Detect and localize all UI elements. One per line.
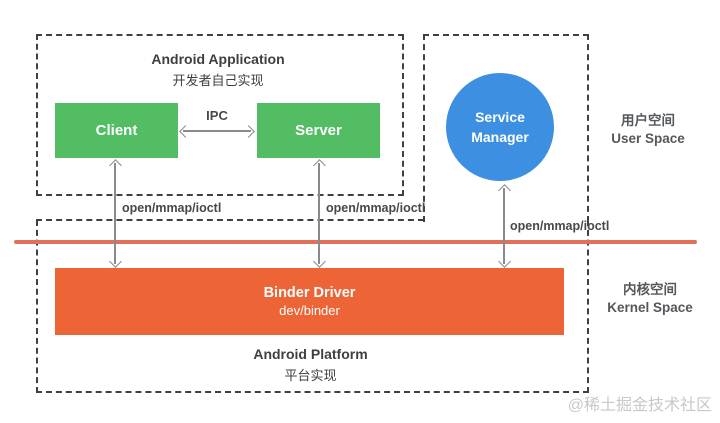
arrow-shaft — [503, 188, 505, 264]
client-node: Client — [55, 103, 178, 158]
client-syscall-label: open/mmap/ioctl — [122, 201, 222, 215]
server-binder-arrow-icon — [311, 159, 327, 268]
arrowhead-down-icon — [109, 255, 122, 268]
user-space-label: 用户空间 User Space — [583, 112, 713, 148]
user-kernel-separator-line — [14, 240, 697, 244]
android-application-subtitle: 开发者自己实现 — [172, 73, 264, 88]
server-label: Server — [295, 122, 342, 139]
arrowhead-up-icon — [313, 159, 326, 172]
arrowhead-left-icon — [179, 125, 192, 138]
ipc-double-arrow-icon — [179, 123, 255, 139]
android-platform-subtitle: 平台实现 — [284, 368, 337, 383]
arrowhead-down-icon — [498, 255, 511, 268]
android-platform-box — [36, 220, 589, 393]
service-manager-syscall-label: open/mmap/ioctl — [510, 219, 610, 233]
kernel-space-label: 内核空间 Kernel Space — [585, 281, 715, 317]
user-space-en: User Space — [611, 131, 685, 146]
android-application-title: Android Application — [151, 51, 285, 67]
service-manager-box — [423, 34, 589, 222]
user-space-zh: 用户空间 — [621, 113, 675, 128]
binder-driver-title: Binder Driver — [263, 285, 356, 301]
server-syscall-label: open/mmap/ioctl — [326, 201, 426, 215]
android-platform-title: Android Platform — [253, 346, 368, 362]
kernel-space-zh: 内核空间 — [623, 282, 677, 297]
arrow-shaft — [114, 163, 116, 264]
ipc-arrow-shaft — [183, 130, 251, 132]
arrowhead-down-icon — [313, 255, 326, 268]
client-binder-arrow-icon — [107, 159, 123, 268]
arrowhead-up-icon — [109, 159, 122, 172]
service-manager-label-line1: Service — [475, 108, 525, 125]
service-manager-node: Service Manager — [446, 73, 554, 181]
android-platform-box-top-edge — [36, 219, 424, 221]
binder-driver-subtitle: dev/binder — [279, 303, 340, 318]
watermark: @稀土掘金技术社区 — [567, 397, 712, 414]
kernel-space-en: Kernel Space — [607, 300, 693, 315]
server-node: Server — [257, 103, 380, 158]
service-manager-binder-arrow-icon — [496, 184, 512, 268]
arrowhead-up-icon — [498, 184, 511, 197]
client-label: Client — [95, 122, 138, 139]
service-manager-label-line2: Manager — [471, 129, 529, 145]
arrowhead-right-icon — [242, 125, 255, 138]
arrow-shaft — [318, 163, 320, 264]
android-application-box — [36, 34, 404, 196]
ipc-label: IPC — [206, 108, 228, 123]
binder-driver-node: Binder Driver dev/binder — [55, 268, 564, 335]
